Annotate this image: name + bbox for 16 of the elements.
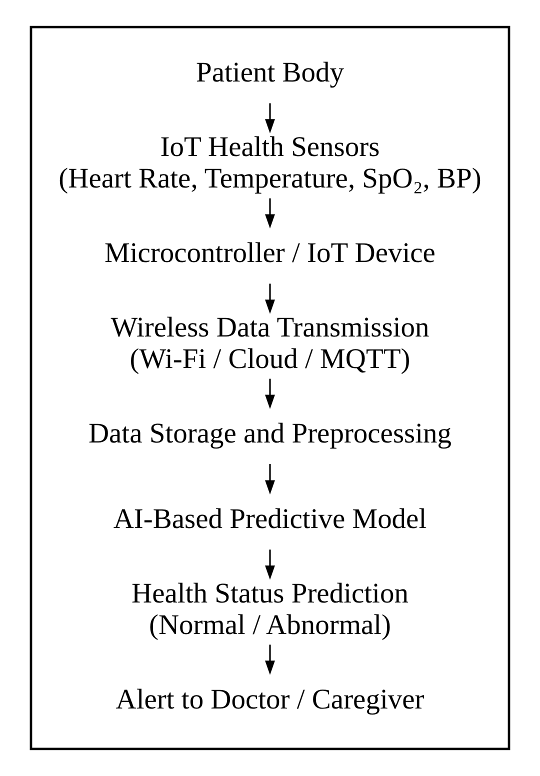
node-text: Alert to Doctor / Caregiver <box>116 684 424 716</box>
arrow <box>265 198 275 229</box>
arrow <box>265 378 275 409</box>
node-text: Microcontroller / IoT Device <box>104 238 436 270</box>
arrow <box>265 464 275 494</box>
node-text: Health Status Prediction (Normal / Abnormal) <box>132 578 408 641</box>
arrow <box>265 103 275 134</box>
node-text: Data Storage and Preprocessing <box>88 418 452 450</box>
node-text: Wireless Data Transmission (Wi-Fi / Cloud / MQTT) <box>110 312 430 376</box>
arrow <box>265 284 275 314</box>
node-text: Patient Body <box>196 58 344 89</box>
arrow <box>265 644 275 675</box>
cluster <box>30 26 510 750</box>
arrow <box>265 550 275 580</box>
node-text: IoT Health Sensors (Heart Rate, Temperature, SpO₂, BP) <box>58 132 482 195</box>
node-text: AI-Based Predictive Model <box>113 504 427 535</box>
